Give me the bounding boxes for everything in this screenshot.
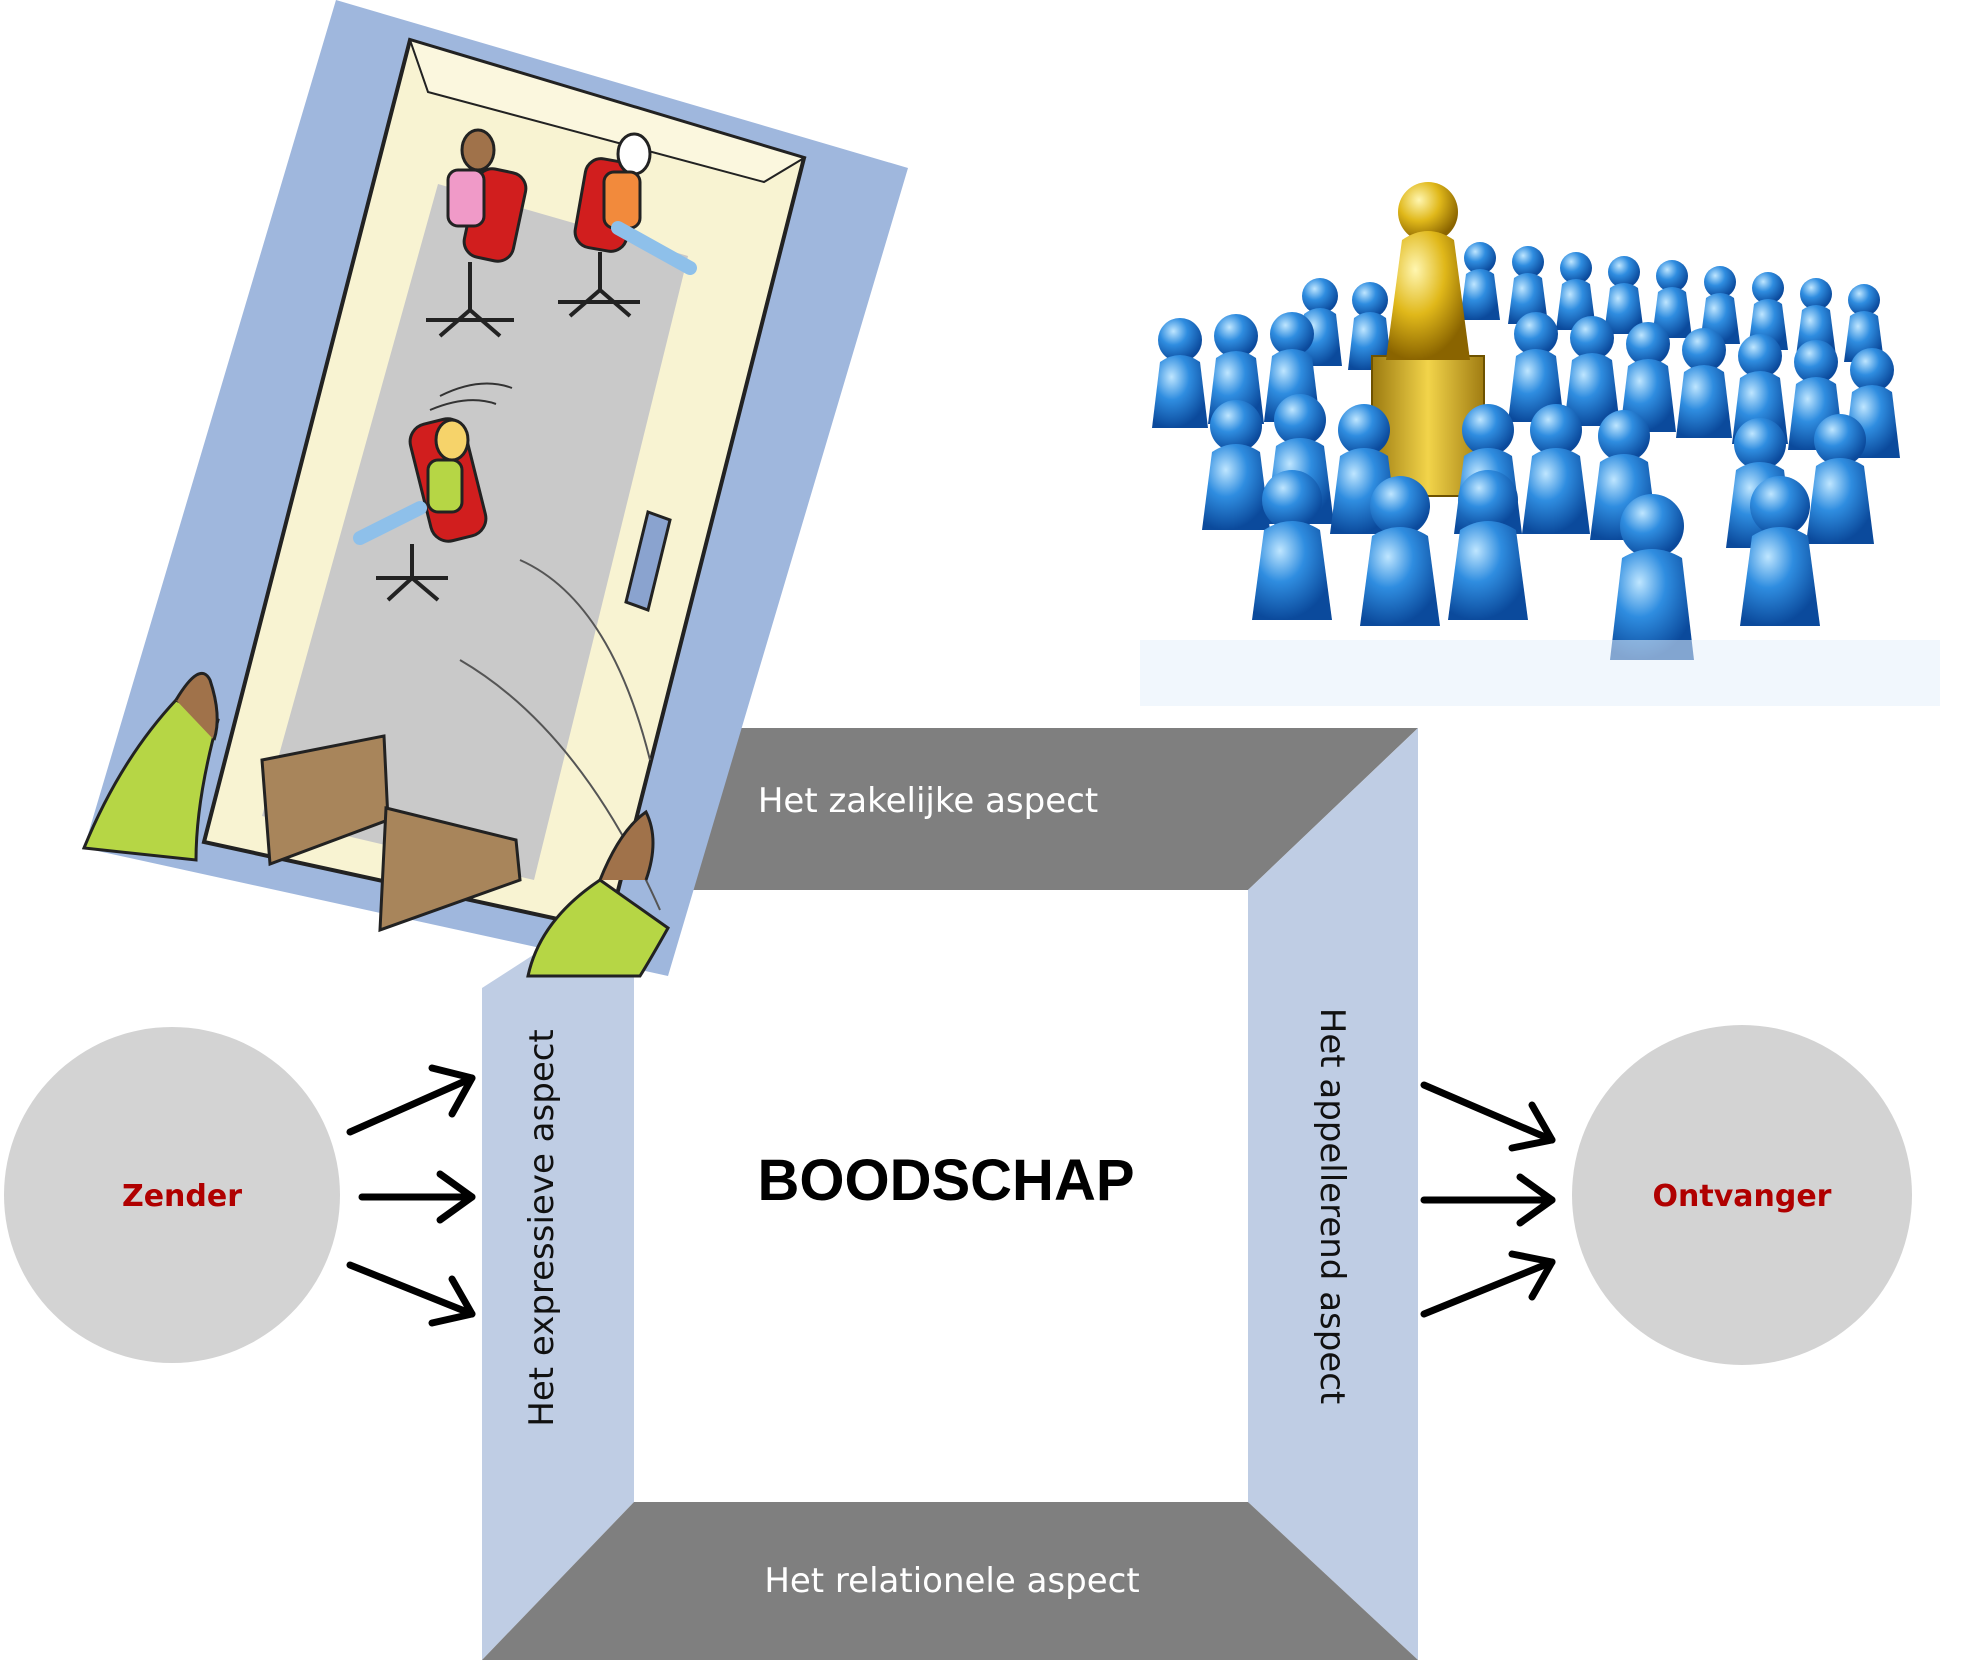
- bottom-aspect-panel: [482, 1502, 1418, 1660]
- sender-circle: [4, 1027, 340, 1363]
- bottom-aspect-label: Het relationele aspect: [764, 1561, 1139, 1601]
- receiver-arrows: [1420, 1081, 1556, 1318]
- center-label: BOODSCHAP: [757, 1148, 1134, 1213]
- left-aspect-label: Het expressieve aspect: [522, 1029, 562, 1427]
- sender-arrows: [346, 1064, 476, 1327]
- top-aspect-panel: [634, 728, 1418, 890]
- arrow-icon: [346, 1261, 476, 1327]
- arrow-icon: [1420, 1250, 1556, 1318]
- top-aspect-label: Het zakelijke aspect: [758, 781, 1098, 821]
- left-aspect-panel: [482, 890, 634, 1660]
- receiver-node: Ontvanger: [1572, 1025, 1912, 1365]
- right-aspect-panel: [1248, 728, 1418, 1660]
- message-center-box: [634, 890, 1248, 1502]
- message-frame: [482, 728, 1418, 1660]
- arrow-icon: [1420, 1081, 1556, 1152]
- receiver-circle: [1572, 1025, 1912, 1365]
- cartoon-room-tilted-icon: [81, 0, 908, 978]
- right-aspect-label: Het appellerend aspect: [1312, 1008, 1352, 1405]
- arrow-icon: [358, 1170, 476, 1224]
- arrow-icon: [346, 1064, 476, 1136]
- leader-pawn-crowd-icon: [1110, 140, 1956, 706]
- receiver-label: Ontvanger: [1653, 1179, 1832, 1214]
- sender-label: Zender: [122, 1179, 242, 1214]
- arrow-icon: [1420, 1173, 1556, 1227]
- sender-node: Zender: [4, 1027, 340, 1363]
